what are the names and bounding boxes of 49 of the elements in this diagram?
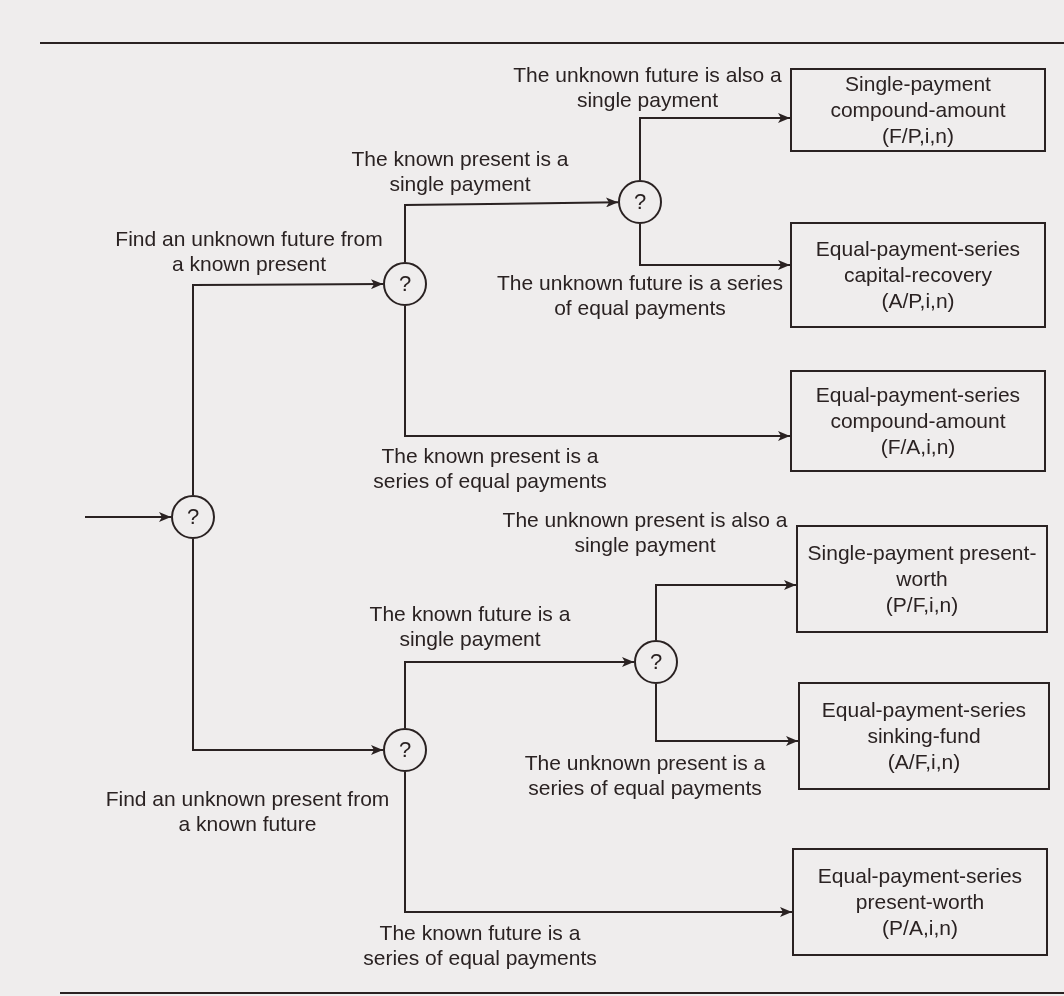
edge-label: The known present is a single payment [350,146,570,196]
formula-notation: (F/P,i,n) [882,123,954,149]
formula-notation: (P/A,i,n) [882,915,958,941]
arrow [84,512,172,522]
formula-notation: (A/F,i,n) [887,749,961,775]
formula-box [790,370,1046,472]
arrow [404,771,793,917]
question-mark: ? [649,651,663,673]
arrow [404,657,635,729]
arrow [404,305,791,441]
arrow [639,223,791,270]
edge-label: The known future is a series of equal payments [362,920,598,970]
edge-label: The unknown present is a series of equal payments [523,750,767,800]
arrow [192,279,384,496]
formula-box [796,525,1048,633]
formula-name: Equal-payment-series compound-amount [814,382,1022,434]
arrow [639,113,791,181]
edge-label: Find an unknown future from a known present [114,226,384,276]
question-mark: ? [186,506,200,528]
formula-name: Equal-payment-series capital-recovery [814,236,1022,288]
question-mark: ? [633,191,647,213]
decision-circle [383,262,427,306]
edge-label: The unknown present is also a single payment [501,507,789,557]
question-mark: ? [398,739,412,761]
arrow [404,197,619,263]
formula-notation: (P/F,i,n) [885,592,959,618]
edge-label: The unknown future is also a single payment [512,62,783,112]
formula-box [790,222,1046,328]
edge-label: The unknown future is a series of equal payments [496,270,784,320]
question-mark: ? [398,273,412,295]
arrow [655,580,797,641]
formula-notation: (F/A,i,n) [880,434,956,460]
formula-box [798,682,1050,790]
arrow [192,538,384,755]
arrow [655,683,799,746]
formula-name: Equal-payment-series present-worth [816,863,1024,915]
edge-label: The known future is a single payment [368,601,572,651]
formula-box [792,848,1048,956]
edge-label: Find an unknown present from a known future [105,786,390,836]
decision-circle [634,640,678,684]
formula-name: Single-payment compound-amount [829,71,1007,123]
formula-name: Equal-payment-series sinking-fund [820,697,1028,749]
decision-circle [383,728,427,772]
decision-circle [171,495,215,539]
formula-box [790,68,1046,152]
formula-notation: (A/P,i,n) [881,288,955,314]
decision-circle [618,180,662,224]
edge-label: The known present is a series of equal payments [372,443,608,493]
formula-name: Single-payment present-worth [806,540,1038,592]
